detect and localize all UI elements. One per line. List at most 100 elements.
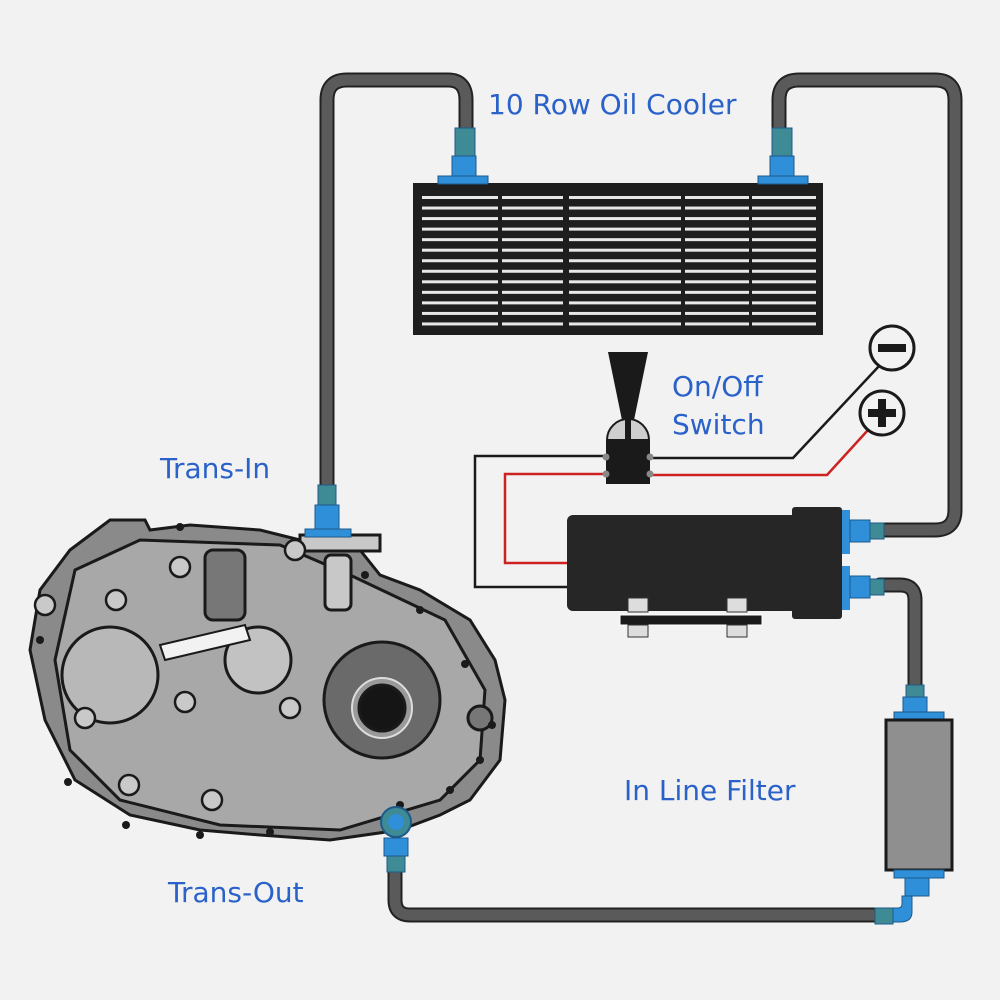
cooler-fin — [422, 238, 498, 242]
wire-switch-to-fan-black — [473, 454, 607, 589]
bolt-hole — [36, 636, 44, 644]
cooler-fin — [422, 206, 498, 210]
label-inline-filter: In Line Filter — [624, 774, 796, 807]
cooler-fin — [569, 248, 681, 252]
bolt-head — [200, 788, 224, 812]
trans-in-fitting — [304, 484, 352, 538]
mounting-bracket — [619, 597, 763, 638]
negative-terminal-icon — [868, 324, 916, 372]
cooler-fin — [422, 269, 498, 273]
oil-cooler — [413, 127, 823, 335]
cooler-fin — [502, 206, 563, 210]
cooler-fin — [422, 227, 498, 231]
bolt-hole — [446, 786, 454, 794]
bolt-hole — [266, 828, 274, 836]
bolt-hole — [196, 831, 204, 839]
bolt-head — [104, 588, 128, 612]
bolt-head — [278, 696, 302, 720]
cooler-fin — [569, 290, 681, 294]
cooler-fin — [422, 301, 498, 305]
label-trans-in: Trans-In — [160, 452, 271, 485]
cooler-fin — [685, 248, 749, 252]
bolt-hole — [476, 756, 484, 764]
wire-switch-to-fan-red — [503, 472, 607, 565]
bolt-hole — [416, 606, 424, 614]
cooler-fin — [502, 238, 563, 242]
cooler-fin — [685, 269, 749, 273]
cooler-fin — [685, 196, 749, 199]
label-switch-line2: Switch — [672, 408, 765, 441]
cooler-fin — [502, 196, 563, 199]
trans-out-fitting — [380, 806, 412, 873]
bolt-hole — [122, 821, 130, 829]
transmission-housing — [28, 518, 507, 842]
cooler-fin — [752, 290, 816, 294]
cooler-fin — [422, 248, 498, 252]
cooler-fin — [569, 259, 681, 263]
cooler-fin — [752, 301, 816, 305]
bolt-head — [283, 538, 307, 562]
bolt-holes — [36, 523, 496, 839]
cooler-fin — [502, 227, 563, 231]
cooler-fin — [685, 238, 749, 242]
bolt-hole — [361, 571, 369, 579]
wiring — [473, 364, 881, 589]
cooler-fin — [752, 269, 816, 273]
cooler-fin — [752, 238, 816, 242]
cooler-fin — [422, 259, 498, 263]
cooler-fin — [502, 311, 563, 315]
cooler-fin — [569, 227, 681, 231]
cooler-fin — [422, 280, 498, 284]
cooler-fin — [569, 206, 681, 210]
cooler-fin — [569, 311, 681, 315]
label-switch-line1: On/Off — [672, 370, 763, 403]
cooler-fin — [752, 227, 816, 231]
bolt-hole — [461, 660, 469, 668]
cooler-fin — [569, 217, 681, 221]
cooler-fin — [422, 290, 498, 294]
wire-positive — [652, 429, 869, 477]
bolt-head — [168, 555, 192, 579]
cooler-fin — [685, 227, 749, 231]
wire-negative — [652, 364, 881, 460]
cooler-fin — [685, 259, 749, 263]
cooler-fin — [502, 259, 563, 263]
cooler-fin — [685, 290, 749, 294]
cooler-fin — [502, 248, 563, 252]
cooler-fin — [422, 196, 498, 199]
bolt-hole — [176, 523, 184, 531]
cooler-fin — [685, 311, 749, 315]
on-off-switch[interactable] — [602, 352, 654, 484]
cooler-fin — [752, 196, 816, 199]
cooler-fin — [502, 280, 563, 284]
bolt-head — [73, 706, 97, 730]
cooler-fin — [569, 280, 681, 284]
cooler-fin — [685, 301, 749, 305]
cooler-fin — [502, 217, 563, 221]
cooler-outlet-fitting — [757, 127, 809, 185]
cooler-fin — [685, 322, 749, 326]
bolt-hole — [64, 778, 72, 786]
cooler-fin — [422, 311, 498, 315]
cooler-fin — [752, 280, 816, 284]
cooler-fin — [569, 322, 681, 326]
cooler-fin — [502, 290, 563, 294]
cooler-fin — [502, 269, 563, 273]
hose-filter-to-trans-out — [387, 842, 893, 923]
cooler-fins — [422, 196, 816, 326]
cooler-fin — [422, 322, 498, 326]
cooler-fin — [569, 301, 681, 305]
cooler-fin — [569, 196, 681, 199]
cooler-inlet-fitting — [437, 127, 489, 185]
hoses — [319, 72, 963, 923]
cooler-fin — [752, 206, 816, 210]
bolt-head — [117, 773, 141, 797]
cooler-fin — [752, 259, 816, 263]
label-trans-out: Trans-Out — [168, 876, 304, 909]
cooler-fin — [685, 217, 749, 221]
cooler-fin — [502, 322, 563, 326]
cooler-fin — [569, 238, 681, 242]
cooler-fin — [752, 217, 816, 221]
bolt-heads — [33, 538, 307, 812]
